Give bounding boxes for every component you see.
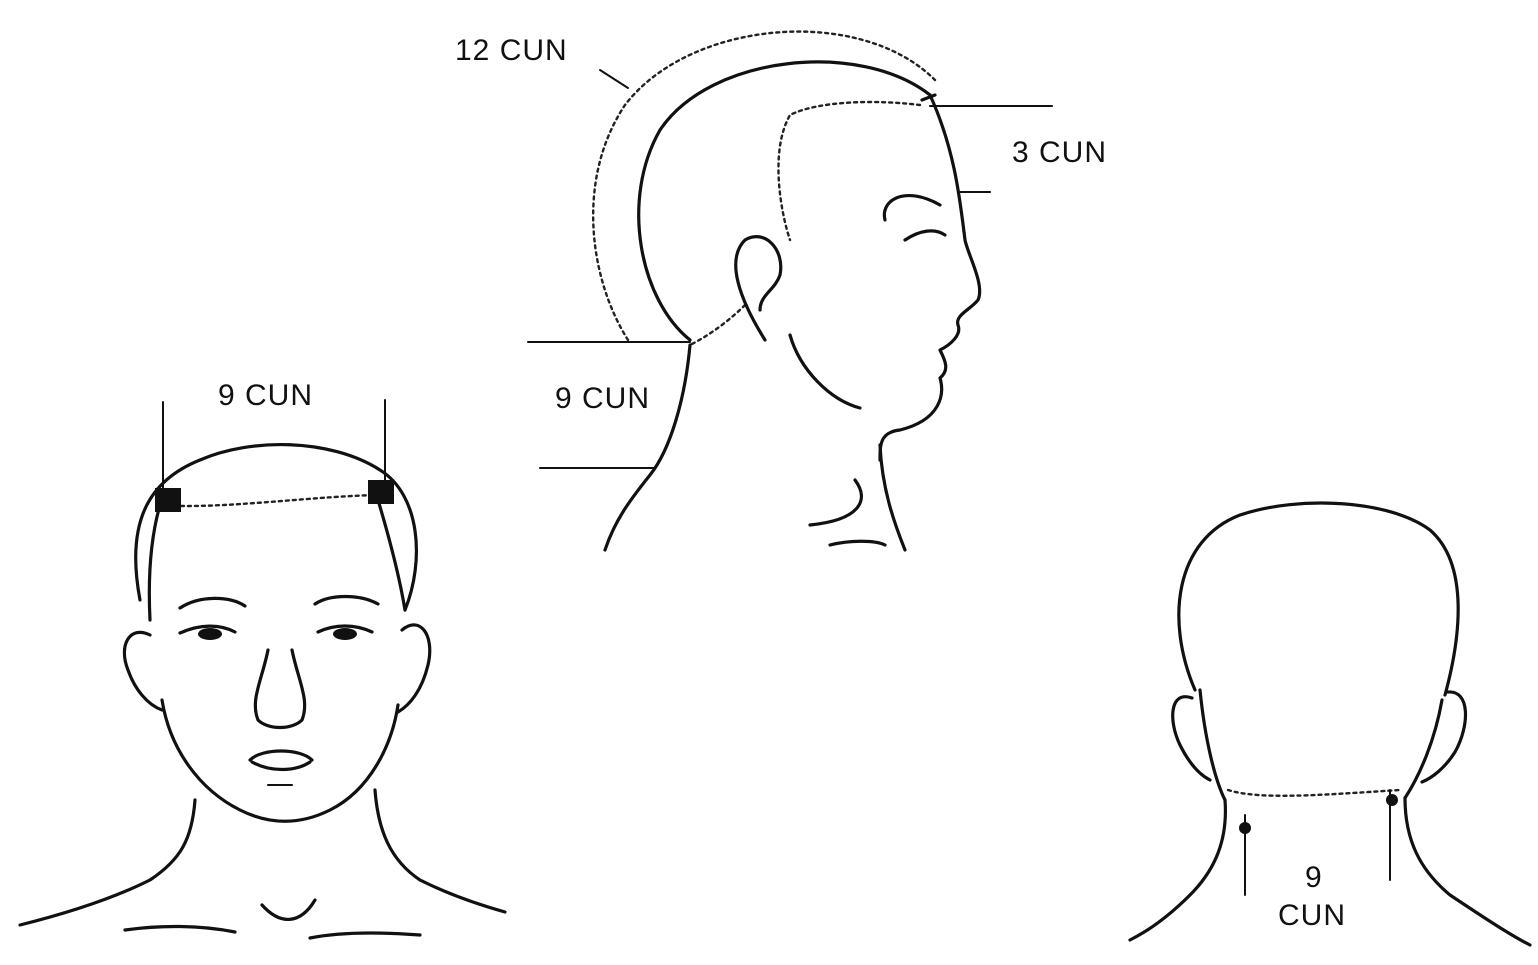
side-ear (736, 237, 781, 340)
back-ear-left (1173, 697, 1210, 780)
front-nose (255, 650, 304, 728)
side-eyebrow (884, 196, 940, 220)
front-mouth-upper (250, 751, 312, 760)
side-eye (905, 231, 945, 240)
front-collarbone-left (125, 926, 235, 932)
front-jaw (162, 700, 398, 821)
front-ear-left (124, 632, 162, 710)
front-neck-left (20, 800, 195, 925)
side-neck-back (605, 345, 690, 550)
front-neck-right (375, 790, 505, 912)
back-neck-right (1405, 798, 1530, 945)
front-view-head: 9 CUN (20, 379, 505, 938)
side-forehead-label: 3 CUN (1012, 136, 1107, 169)
back-head-left-side (1200, 690, 1225, 800)
front-eyebrow-right (315, 597, 378, 605)
side-face-profile (880, 95, 980, 460)
front-ear-right (398, 625, 430, 712)
front-sternal-notch (262, 900, 315, 919)
front-head-outline (136, 445, 417, 610)
front-hair-side-right (378, 500, 405, 610)
side-adams-apple (810, 480, 861, 525)
side-skull-measure-arc (593, 32, 935, 340)
side-hairline-nape (690, 305, 745, 345)
front-eyebrow-left (180, 598, 245, 608)
front-mouth-lower (252, 762, 310, 770)
back-neck-unit-label: CUN (1278, 899, 1346, 932)
side-jaw (790, 335, 860, 408)
back-acupoint-right (1386, 794, 1398, 806)
back-ear-right (1422, 692, 1465, 782)
side-neck-label: 9 CUN (555, 382, 650, 415)
back-neck-number-label: 9 (1305, 861, 1323, 894)
back-skull-outline (1179, 503, 1458, 695)
front-hairline (160, 495, 385, 506)
side-skull-arc-label: 12 CUN (455, 34, 568, 67)
side-collar (830, 541, 885, 545)
back-view-head: 9 CUN (1130, 503, 1530, 945)
front-collarbone-right (310, 933, 420, 938)
front-acupoint-right (368, 480, 394, 504)
front-pupil-left (198, 628, 222, 640)
side-throat-front (880, 445, 905, 550)
side-view-head: 12 CUN 3 CUN 9 CUN (455, 32, 1107, 550)
back-nape-hairline (1228, 790, 1400, 796)
side-12-cun-leader (600, 70, 628, 88)
back-head-right-side (1405, 700, 1442, 798)
front-hairline-width-label: 9 CUN (218, 379, 313, 412)
back-neck-left (1130, 800, 1225, 940)
front-pupil-right (333, 628, 357, 640)
front-hair-side-left (149, 505, 160, 620)
side-hairline (778, 102, 920, 240)
side-skull-outline (639, 62, 930, 340)
front-acupoint-left (155, 488, 181, 512)
